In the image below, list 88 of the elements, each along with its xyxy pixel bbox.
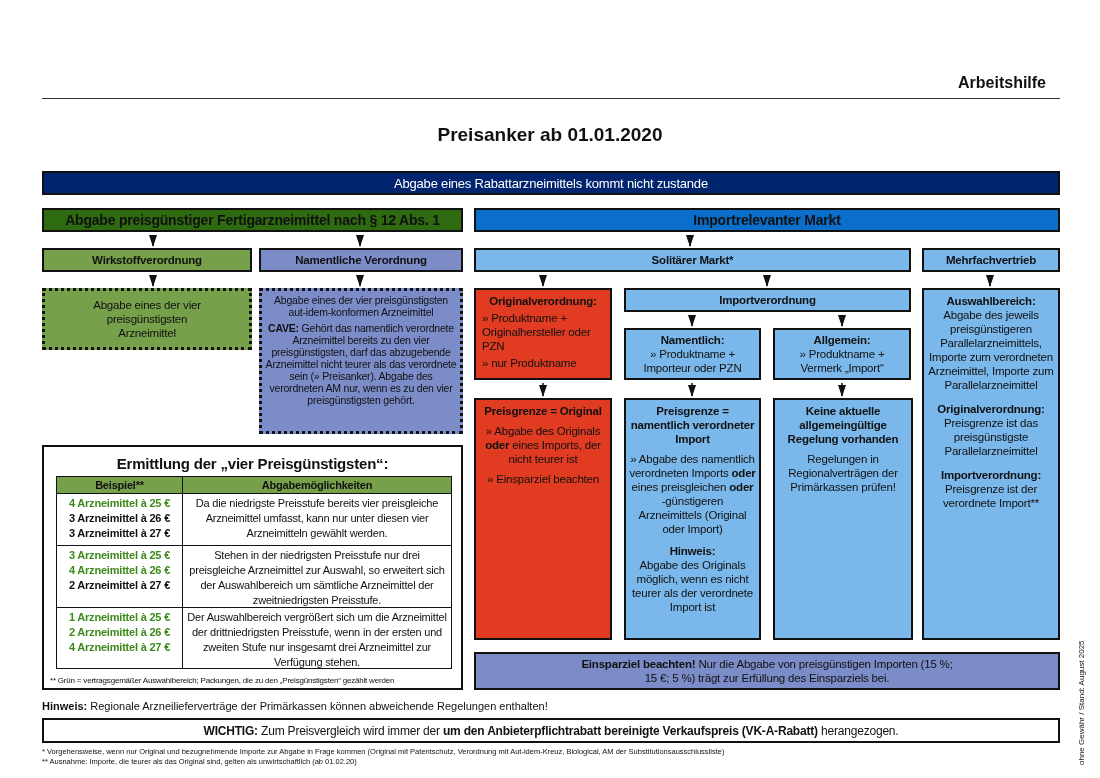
note-text: Hinweis: Regionale Arzneilieferverträge der Primärkassen können abweichende Regelungen enthalten!	[42, 700, 548, 712]
process-box	[624, 328, 761, 380]
arrow	[688, 382, 696, 397]
box-text: Preisgrenze ist das preisgünstigste Parallelarzneimittel	[943, 416, 1039, 458]
process-box	[42, 171, 1060, 195]
box-text: Abgabe eines der vier preisgünstigsten aut-idem-konformen Arzneimittel	[273, 294, 449, 318]
page-title: Preisanker ab 01.01.2020	[436, 124, 664, 146]
box-text: Abgabe des jeweils preisgünstigeren Parallelarzneimittels, Importe zum verordneten Arzneimittel, Importe zum Parallelarzneimittel	[928, 308, 1054, 392]
box-heading: Preisgrenze = namentlich verordneter Import	[629, 404, 756, 446]
footnote-text: ** Grün = vertragsgemäßer Auswahlbereich; Packungen, die zu den „Preisgünstigsten“ gezählt werden	[50, 676, 395, 685]
section-heading: Abgabe preisgünstiger Fertigarzneimittel nach § 12 Abs. 1	[65, 211, 440, 229]
box-heading: Auswahlbereich:	[946, 294, 1036, 308]
bullet-text: » Produktname + Originalhersteller oder PZN	[482, 311, 592, 353]
process-box	[474, 398, 612, 640]
box-text: » Produktname + Importeur oder PZN	[642, 347, 743, 375]
box-text: » Produktname + Vermerk „Import“	[798, 347, 886, 375]
description-text: Stehen in der niedrigsten Preisstufe nur drei preisgleiche Arzneimittel zur Auswahl, so erweitert sich der Auswahlbereich um sämtliche Arzneimittel der zweitniedrigsten Preisstufe.	[188, 548, 446, 608]
table-panel	[42, 445, 463, 690]
process-box	[773, 398, 913, 640]
process-box	[474, 208, 1060, 232]
column-header: Beispiel**	[94, 479, 145, 492]
arrow	[356, 274, 364, 287]
copyright-text: ohne Gewähr / Stand: August 2025	[1077, 640, 1086, 765]
box-heading: Mehrfachvertrieb	[945, 253, 1037, 267]
box-heading: Importverordnung:	[940, 468, 1042, 482]
process-box	[474, 288, 612, 380]
box-text: Abgabe eines der vier preisgünstigsten Arzneimittel	[92, 298, 202, 340]
section-heading: Importrelevanter Markt	[693, 211, 841, 229]
arrow	[539, 382, 547, 397]
box-heading: Originalverordnung:	[937, 402, 1045, 416]
dotted-box	[259, 288, 463, 434]
process-box	[624, 398, 761, 640]
box-heading: Hinweis:	[669, 544, 716, 558]
example-text: 3 Arzneimittel à 25 €	[67, 548, 172, 563]
box-heading: Importverordnung	[719, 293, 816, 307]
arrow	[539, 274, 547, 287]
banner-heading: Abgabe eines Rabattarzneimittels kommt nicht zustande	[394, 175, 708, 191]
arrow	[763, 274, 771, 287]
caution-text: CAVE: Gehört das namentlich verordnete Arzneimittel bereits zu den vier preisgünstigsten, darf das abzugebende Arzneimittel nicht teurer als das verordnete sein (» Preisanker). Abgabe des verordneten AM nur, wenn es zu den vier preisgünstigsten gehört.	[265, 322, 457, 406]
bullet-text: » Einsparziel beachten	[487, 472, 599, 486]
example-text: 1 Arzneimittel à 25 €	[67, 610, 172, 625]
bullet-text: » Abgabe des namentlich verordneten Imports oder eines preisgleichen oder -günstigeren Arzneimittels (Original oder Import)	[629, 452, 756, 536]
box-text: Abgabe des Originals möglich, wenn es nicht teurer als der verordnete Import ist	[631, 558, 754, 614]
example-text: 3 Arzneimittel à 26 €	[67, 511, 172, 526]
box-heading: Namentlich:	[660, 333, 725, 347]
table-title: Ermittlung der „vier Preisgünstigsten“:	[116, 455, 389, 473]
example-text: 2 Arzneimittel à 27 €	[67, 578, 172, 593]
process-box	[922, 288, 1060, 640]
process-box	[259, 248, 463, 272]
arrow	[149, 234, 157, 247]
process-box	[922, 248, 1060, 272]
example-text: 4 Arzneimittel à 25 €	[67, 496, 172, 511]
header-label: Arbeitshilfe	[958, 74, 1046, 92]
arrow	[838, 314, 846, 327]
box-text: Regelungen in Regionalverträgen der Primärkassen prüfen!	[787, 452, 899, 494]
process-box	[42, 718, 1060, 743]
description-text: Der Auswahlbereich vergrößert sich um die Arzneimittel der drittniedrigsten Preisstufe, wenn in der ersten und zweiten Stufe nur insgesamt drei Arzneimittel zur Verfügung stehen.	[187, 610, 447, 670]
bullet-text: » nur Produktname	[482, 356, 578, 370]
arrow	[356, 234, 364, 247]
bullet-text: » Abgabe des Originals oder eines Imports, der nicht teurer ist	[484, 424, 602, 466]
arrow	[838, 382, 846, 397]
example-text: 3 Arzneimittel à 27 €	[67, 526, 172, 541]
box-heading: Keine aktuelle allgemeingültige Regelung vorhanden	[786, 404, 900, 446]
process-box	[474, 248, 911, 272]
example-text: 4 Arzneimittel à 27 €	[67, 640, 172, 655]
process-box	[42, 208, 463, 232]
box-heading: Preisgrenze = Original	[484, 404, 602, 418]
box-heading: Allgemein:	[813, 333, 871, 347]
dotted-box	[42, 288, 252, 350]
arrow	[986, 274, 994, 287]
arrow	[686, 234, 694, 247]
column-header: Abgabemöglichkeiten	[260, 479, 374, 492]
arrow	[688, 314, 696, 327]
note-text: Einsparziel beachten! Nur die Abgabe von preisgünstigen Importen (15 %; 15 €; 5 %) trägt zur Erfüllung des Einsparziels bei.	[580, 657, 954, 685]
process-box	[773, 328, 911, 380]
description-text: Da die niedrigste Preisstufe bereits vier preisgleiche Arzneimittel umfasst, kann nur unter diesen vier Arzneimitteln gewählt werden.	[194, 496, 440, 541]
important-note: WICHTIG: Zum Preisvergleich wird immer der um den Anbieterpflichtrabatt bereinigte Verkaufspreis (VK-A-Rabatt) herangezogen.	[203, 723, 899, 738]
process-box	[474, 652, 1060, 690]
process-box	[42, 248, 252, 272]
box-heading: Namentliche Verordnung	[295, 253, 427, 267]
process-box	[624, 288, 911, 312]
arrow	[149, 274, 157, 287]
box-heading: Originalverordnung:	[488, 294, 598, 308]
example-text: 4 Arzneimittel à 26 €	[67, 563, 172, 578]
box-text: Preisgrenze ist der verordnete Import**	[942, 482, 1040, 510]
box-heading: Wirkstoffverordnung	[92, 253, 202, 267]
box-heading: Solitärer Markt*	[651, 253, 734, 267]
example-text: 2 Arzneimittel à 26 €	[67, 625, 172, 640]
